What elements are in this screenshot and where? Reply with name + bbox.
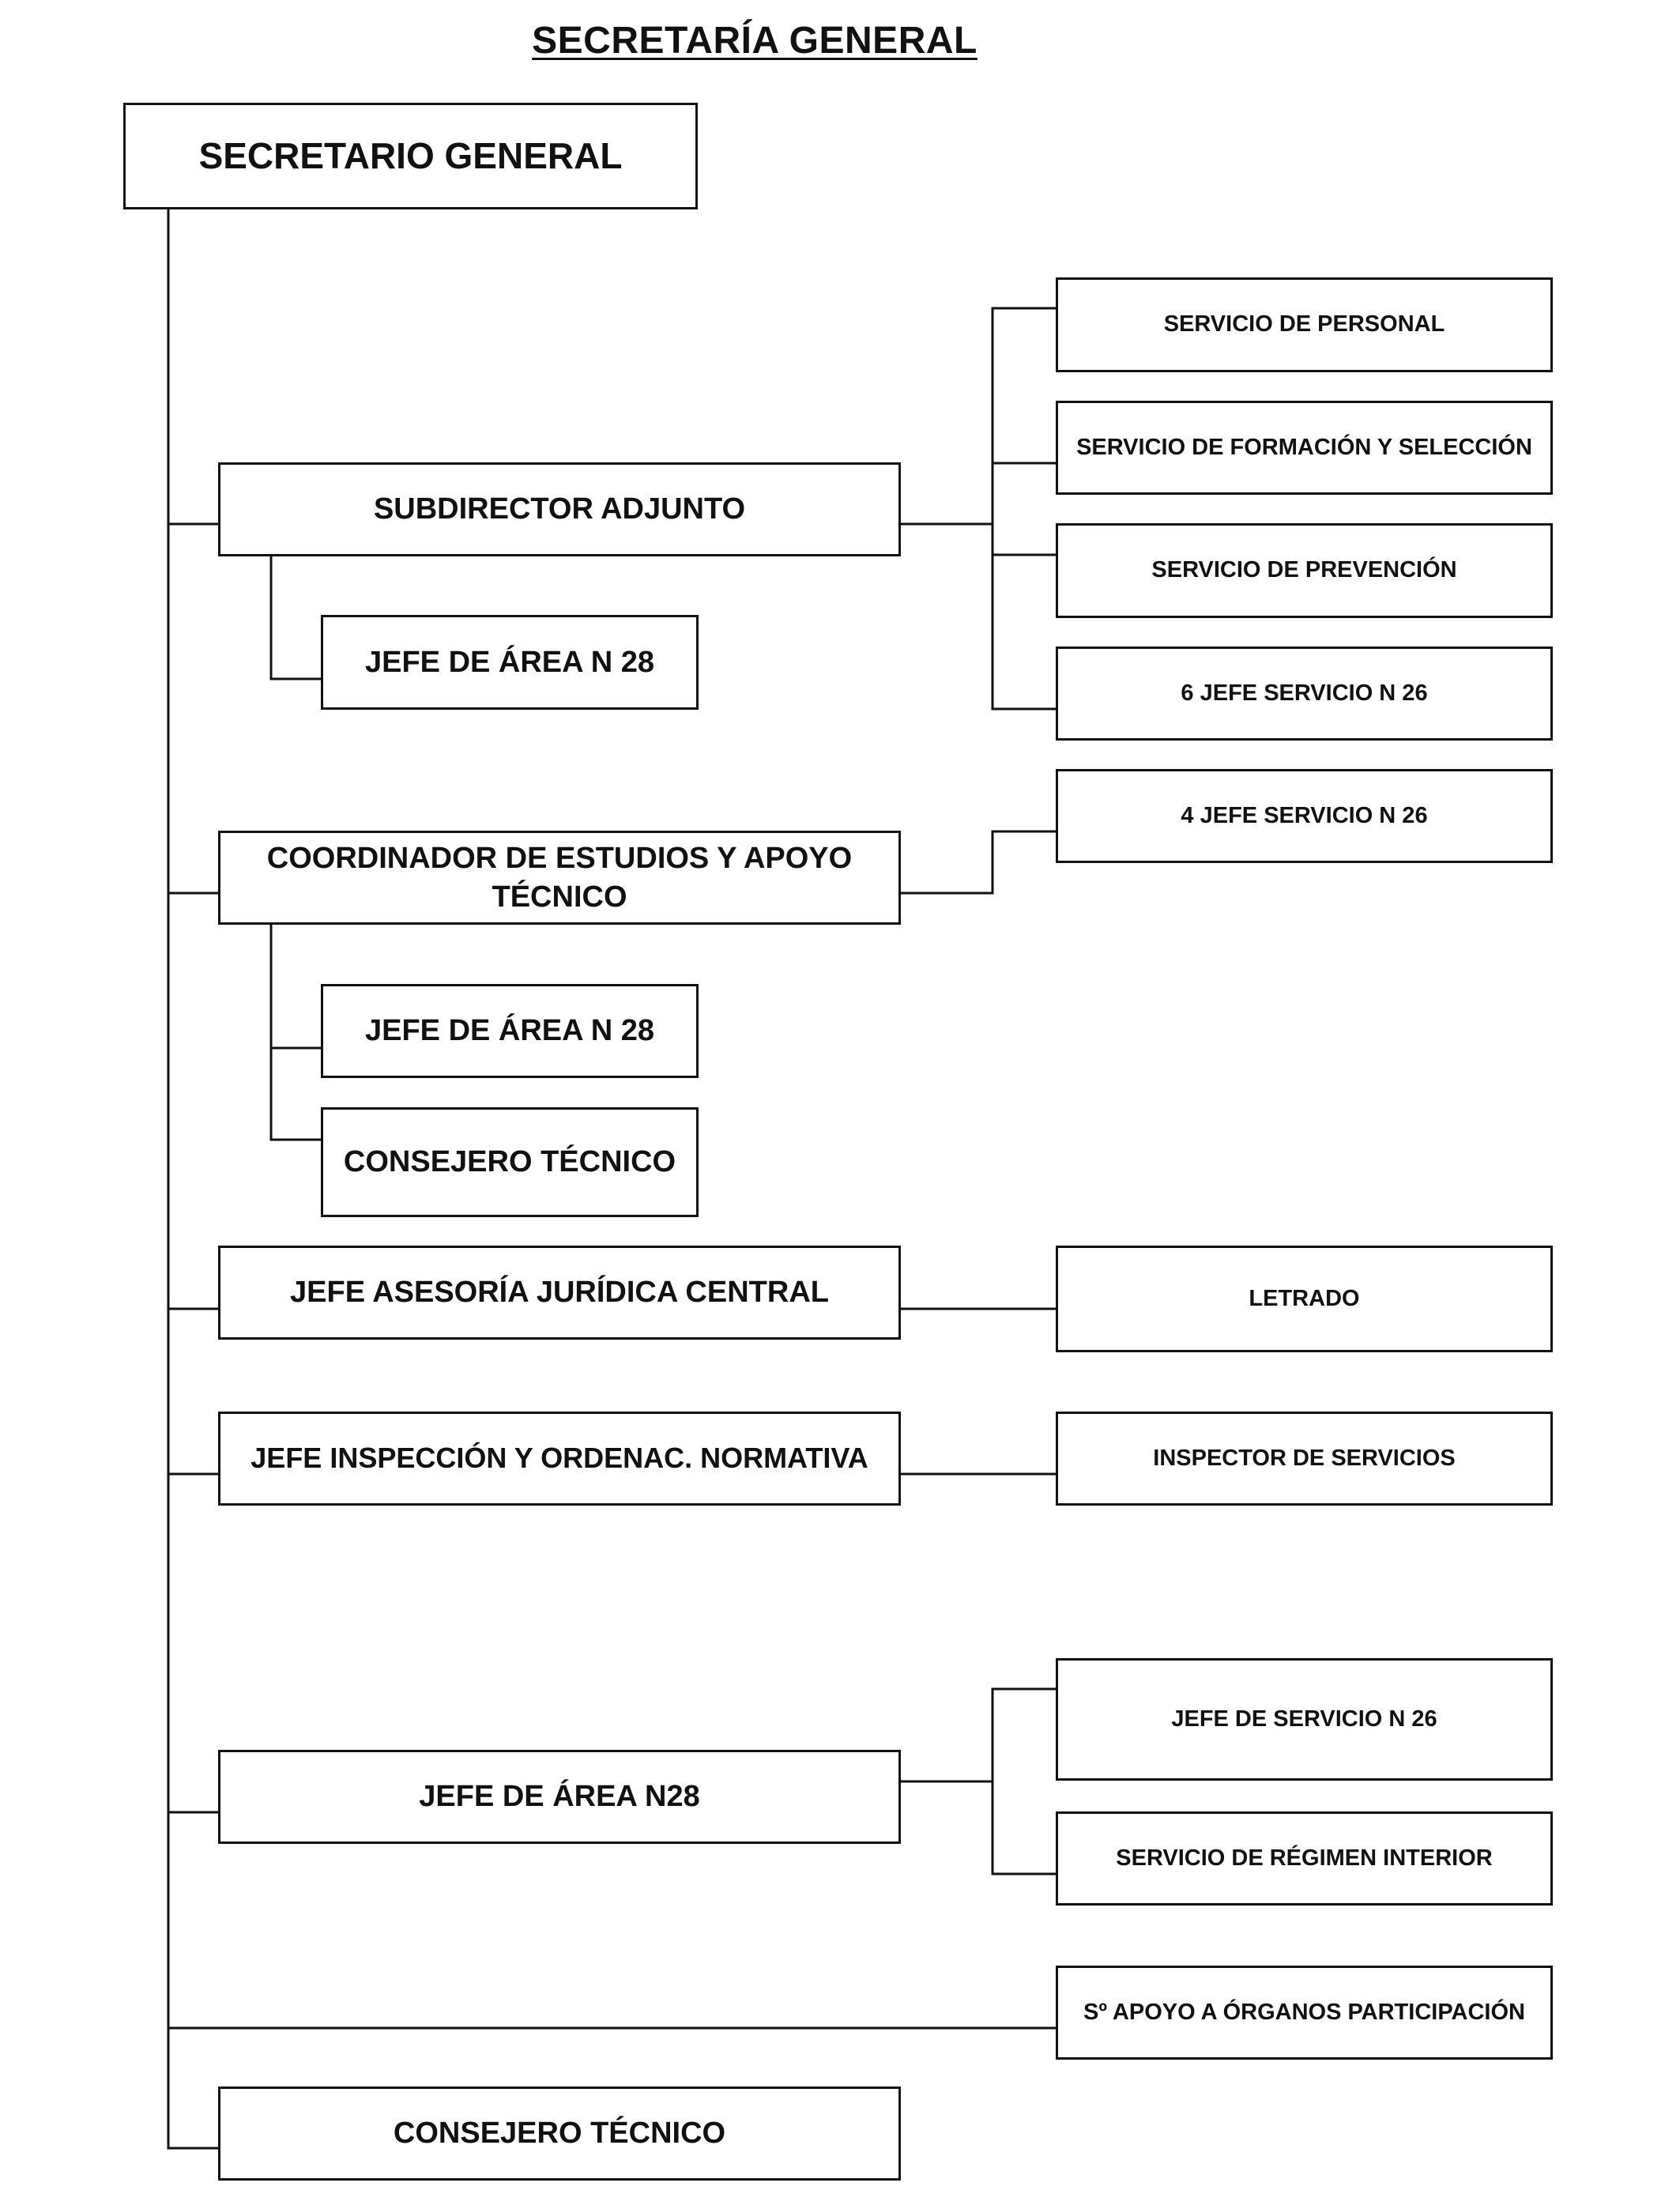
node-servicio-regimen-interior: SERVICIO DE RÉGIMEN INTERIOR [1056,1811,1553,1906]
node-jefe-servicio-n26: JEFE DE SERVICIO N 26 [1056,1658,1553,1781]
node-label: 6 JEFE SERVICIO N 26 [1181,680,1428,706]
node-label: JEFE INSPECCIÓN Y ORDENAC. NORMATIVA [250,1442,868,1475]
node-label: SERVICIO DE PREVENCIÓN [1151,557,1457,583]
node-label: JEFE DE ÁREA N 28 [364,645,655,679]
node-consejero-tecnico-coordinador: CONSEJERO TÉCNICO [321,1107,699,1217]
node-jefe-area-subdirector: JEFE DE ÁREA N 28 [321,615,699,710]
node-label: LETRADO [1249,1285,1360,1311]
node-inspector-servicios: INSPECTOR DE SERVICIOS [1056,1412,1553,1506]
node-label: COORDINADOR DE ESTUDIOS Y APOYO TÉCNICO [266,841,853,914]
node-servicio-prevencion: SERVICIO DE PREVENCIÓN [1056,523,1553,618]
node-servicio-formacion: SERVICIO DE FORMACIÓN Y SELECCIÓN [1056,401,1553,495]
node-label: JEFE DE SERVICIO N 26 [1171,1706,1437,1732]
node-label: SERVICIO DE PERSONAL [1163,311,1445,337]
node-label: CONSEJERO TÉCNICO [393,2117,726,2151]
node-label: JEFE ASESORÍA JURÍDICA CENTRAL [290,1276,829,1310]
node-subdirector-adjunto: SUBDIRECTOR ADJUNTO [218,462,901,556]
node-jefe-area-n28: JEFE DE ÁREA N28 [218,1750,901,1844]
node-jefe-area-coordinador: JEFE DE ÁREA N 28 [321,984,699,1078]
node-label: 4 JEFE SERVICIO N 26 [1181,802,1428,828]
node-jefe-inspeccion: JEFE INSPECCIÓN Y ORDENAC. NORMATIVA [218,1412,901,1506]
node-label: CONSEJERO TÉCNICO [343,1145,676,1179]
node-label: SUBDIRECTOR ADJUNTO [373,492,746,526]
node-label: Sº APOYO A ÓRGANOS PARTICIPACIÓN [1083,1999,1525,2025]
node-4-jefe-servicio: 4 JEFE SERVICIO N 26 [1056,769,1553,863]
node-label: JEFE DE ÁREA N 28 [364,1014,655,1048]
node-apoyo-organos: Sº APOYO A ÓRGANOS PARTICIPACIÓN [1056,1966,1553,2060]
node-label: JEFE DE ÁREA N28 [419,1780,700,1814]
node-servicio-personal: SERVICIO DE PERSONAL [1056,277,1553,372]
node-consejero-tecnico: CONSEJERO TÉCNICO [218,2087,901,2181]
node-label: SECRETARIO GENERAL [198,135,623,177]
node-label: SERVICIO DE RÉGIMEN INTERIOR [1116,1845,1493,1871]
chart-title: SECRETARÍA GENERAL [532,20,977,62]
node-label: SERVICIO DE FORMACIÓN Y SELECCIÓN [1076,434,1532,460]
node-6-jefe-servicio: 6 JEFE SERVICIO N 26 [1056,647,1553,741]
node-secretario-general: SECRETARIO GENERAL [123,103,698,209]
node-coordinador-estudios: COORDINADOR DE ESTUDIOS Y APOYO TÉCNICO [218,831,901,925]
node-letrado: LETRADO [1056,1246,1553,1352]
node-jefe-asesoria-juridica: JEFE ASESORÍA JURÍDICA CENTRAL [218,1246,901,1340]
node-label: INSPECTOR DE SERVICIOS [1153,1445,1456,1471]
